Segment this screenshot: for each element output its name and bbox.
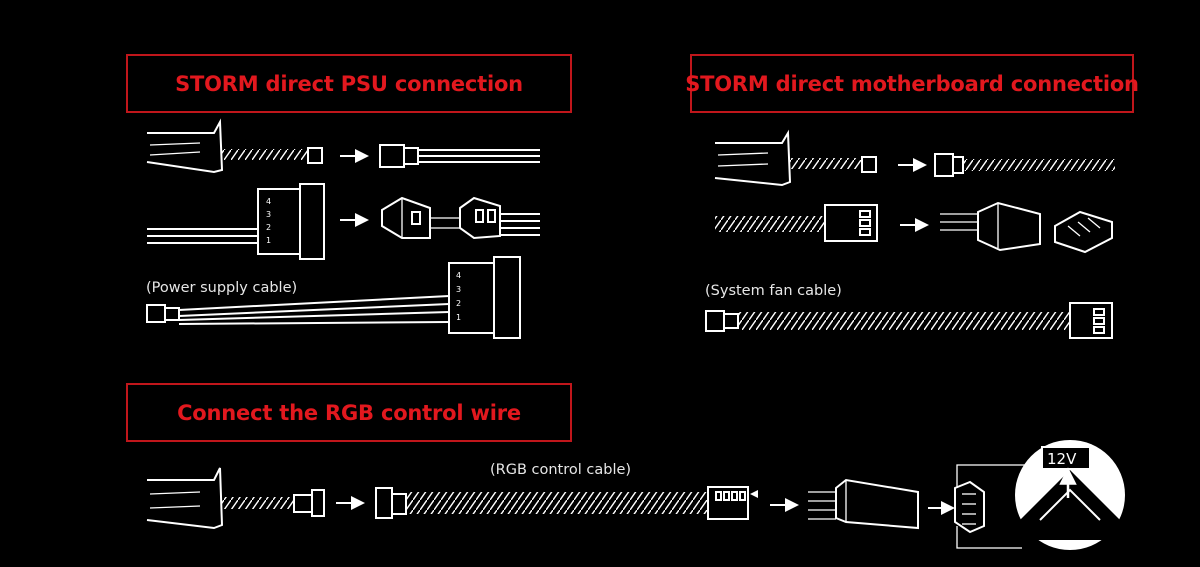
svg-text:4: 4 [266,197,271,206]
rgb-title-box: Connect the RGB control wire [126,383,572,442]
psu-title: STORM direct PSU connection [175,71,523,96]
3pin-plug-perspective [977,201,1041,252]
fan-plug-end [146,304,166,323]
twisted-fan-wire [222,149,308,160]
mini-connector [934,153,954,177]
rgb-mini-plug [311,489,325,517]
mb-fan-hub-connection [714,129,1115,187]
rgb-mini-connector [375,487,393,519]
psu-power-supply-cable: 4 3 2 1 [146,256,521,339]
svg-text:1: 1 [456,313,461,322]
twisted-fan-wire [790,158,862,169]
rgb-title: Connect the RGB control wire [177,400,521,425]
molex-end-face [493,256,521,339]
motherboard-title: STORM direct motherboard connection [685,71,1139,96]
mini-connector [379,144,405,168]
psu-molex-connection: 4 3 2 1 [147,183,540,260]
twisted-fan-wire [738,312,1070,330]
fan-plug-end [705,310,725,332]
svg-text:4: 4 [456,271,461,280]
system-fan-cable-label: (System fan cable) [705,283,842,299]
psu-title-box: STORM direct PSU connection [126,54,572,113]
twisted-rgb-wire [406,492,708,514]
psu-fan-hub-connection [146,118,540,174]
mb-system-fan-cable [705,302,1113,339]
twisted-rgb-wire [222,497,294,509]
molex-end-body [448,262,495,334]
twisted-fan-wire [715,216,825,232]
fan-housing-edge [146,118,224,174]
svg-text:1: 1 [266,236,271,245]
small-fan-plug [307,147,323,164]
svg-text:3: 3 [456,285,461,294]
rgb-control-cable-label: (RGB control cable) [490,462,632,478]
svg-text:2: 2 [266,223,271,232]
molex-plug-face [299,183,325,260]
svg-text:2: 2 [456,299,461,308]
4pin-plug-perspective [835,478,919,530]
3pin-fan-plug [1069,302,1113,339]
rgb-control-wire-diagram: 12V [146,440,1125,550]
3pin-header-perspective [1054,210,1113,254]
power-supply-cable-label: (Power supply cable) [146,280,298,296]
voltage-label: 12V [1047,450,1077,468]
molex-plug-body [257,188,301,255]
mb-3pin-connection [715,201,1113,254]
molex-plug-perspective [381,196,431,239]
motherboard-title-box: STORM direct motherboard connection [685,54,1139,113]
callout-leader [956,464,1028,488]
svg-text:3: 3 [266,210,271,219]
